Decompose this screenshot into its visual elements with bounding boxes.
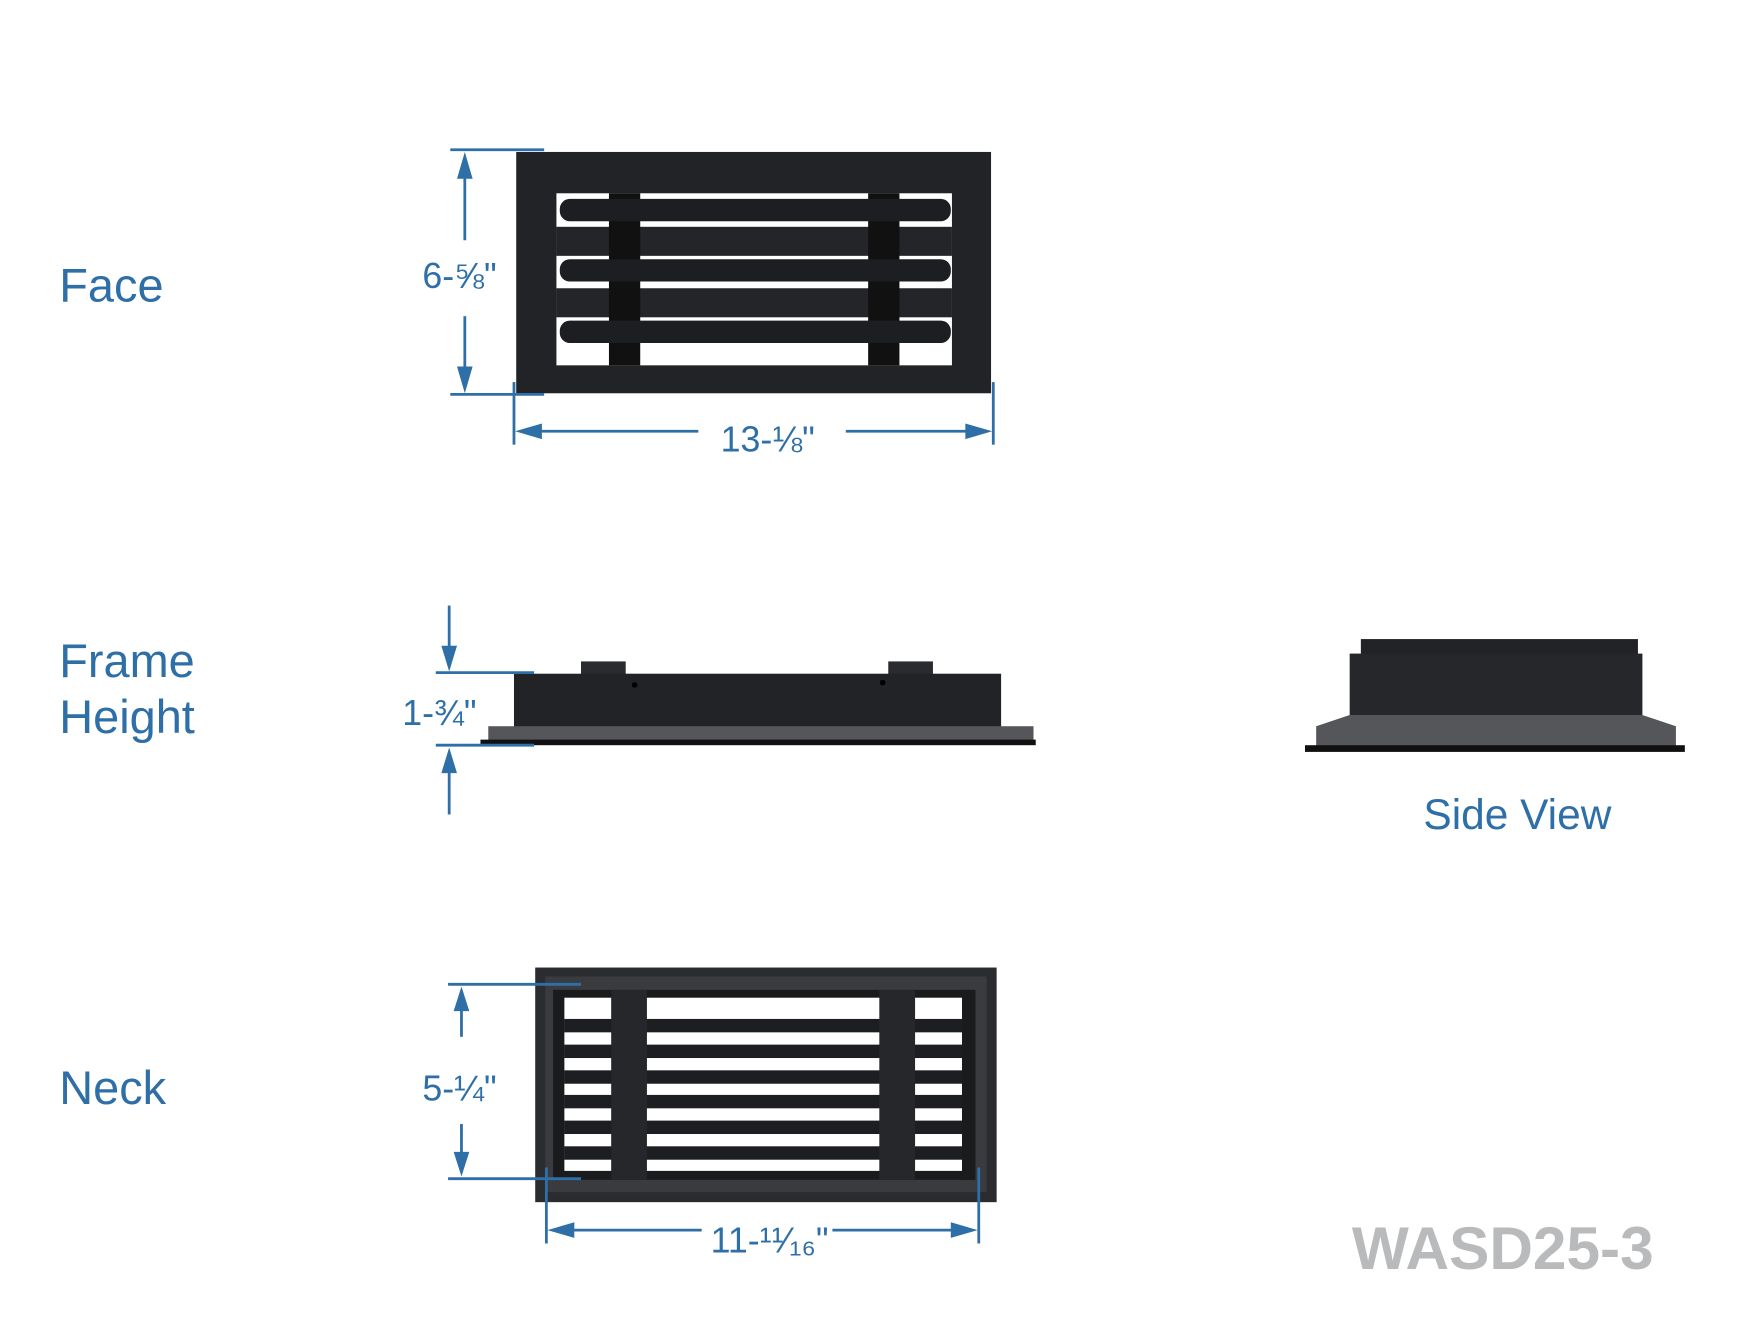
side-view-label: Side View (1423, 791, 1611, 838)
face-width-value: 13-⅛" (721, 419, 815, 459)
face-height-dimension (450, 148, 545, 396)
model-number: WASD25-3 (1352, 1214, 1654, 1282)
frame-side-image (480, 661, 1036, 746)
neck-height-dimension (448, 982, 582, 1181)
neck-image (535, 967, 997, 1203)
face-label: Face (59, 260, 163, 312)
face-width-dimension (512, 382, 995, 445)
frame-label-line2: Height (59, 691, 195, 743)
frame-height-value: 1-¾" (402, 693, 476, 733)
frame-label-line1: Frame (59, 635, 195, 687)
face-height-value: 6-⅝" (422, 256, 496, 296)
neck-label: Neck (59, 1062, 166, 1114)
neck-height-value: 5-¼" (422, 1068, 496, 1108)
face-grille-image (516, 151, 992, 394)
frame-height-dimension (435, 605, 535, 815)
neck-width-value: 11-¹¹⁄₁₆" (711, 1220, 829, 1260)
side-view-image (1304, 639, 1685, 752)
neck-width-dimension (544, 1167, 981, 1244)
